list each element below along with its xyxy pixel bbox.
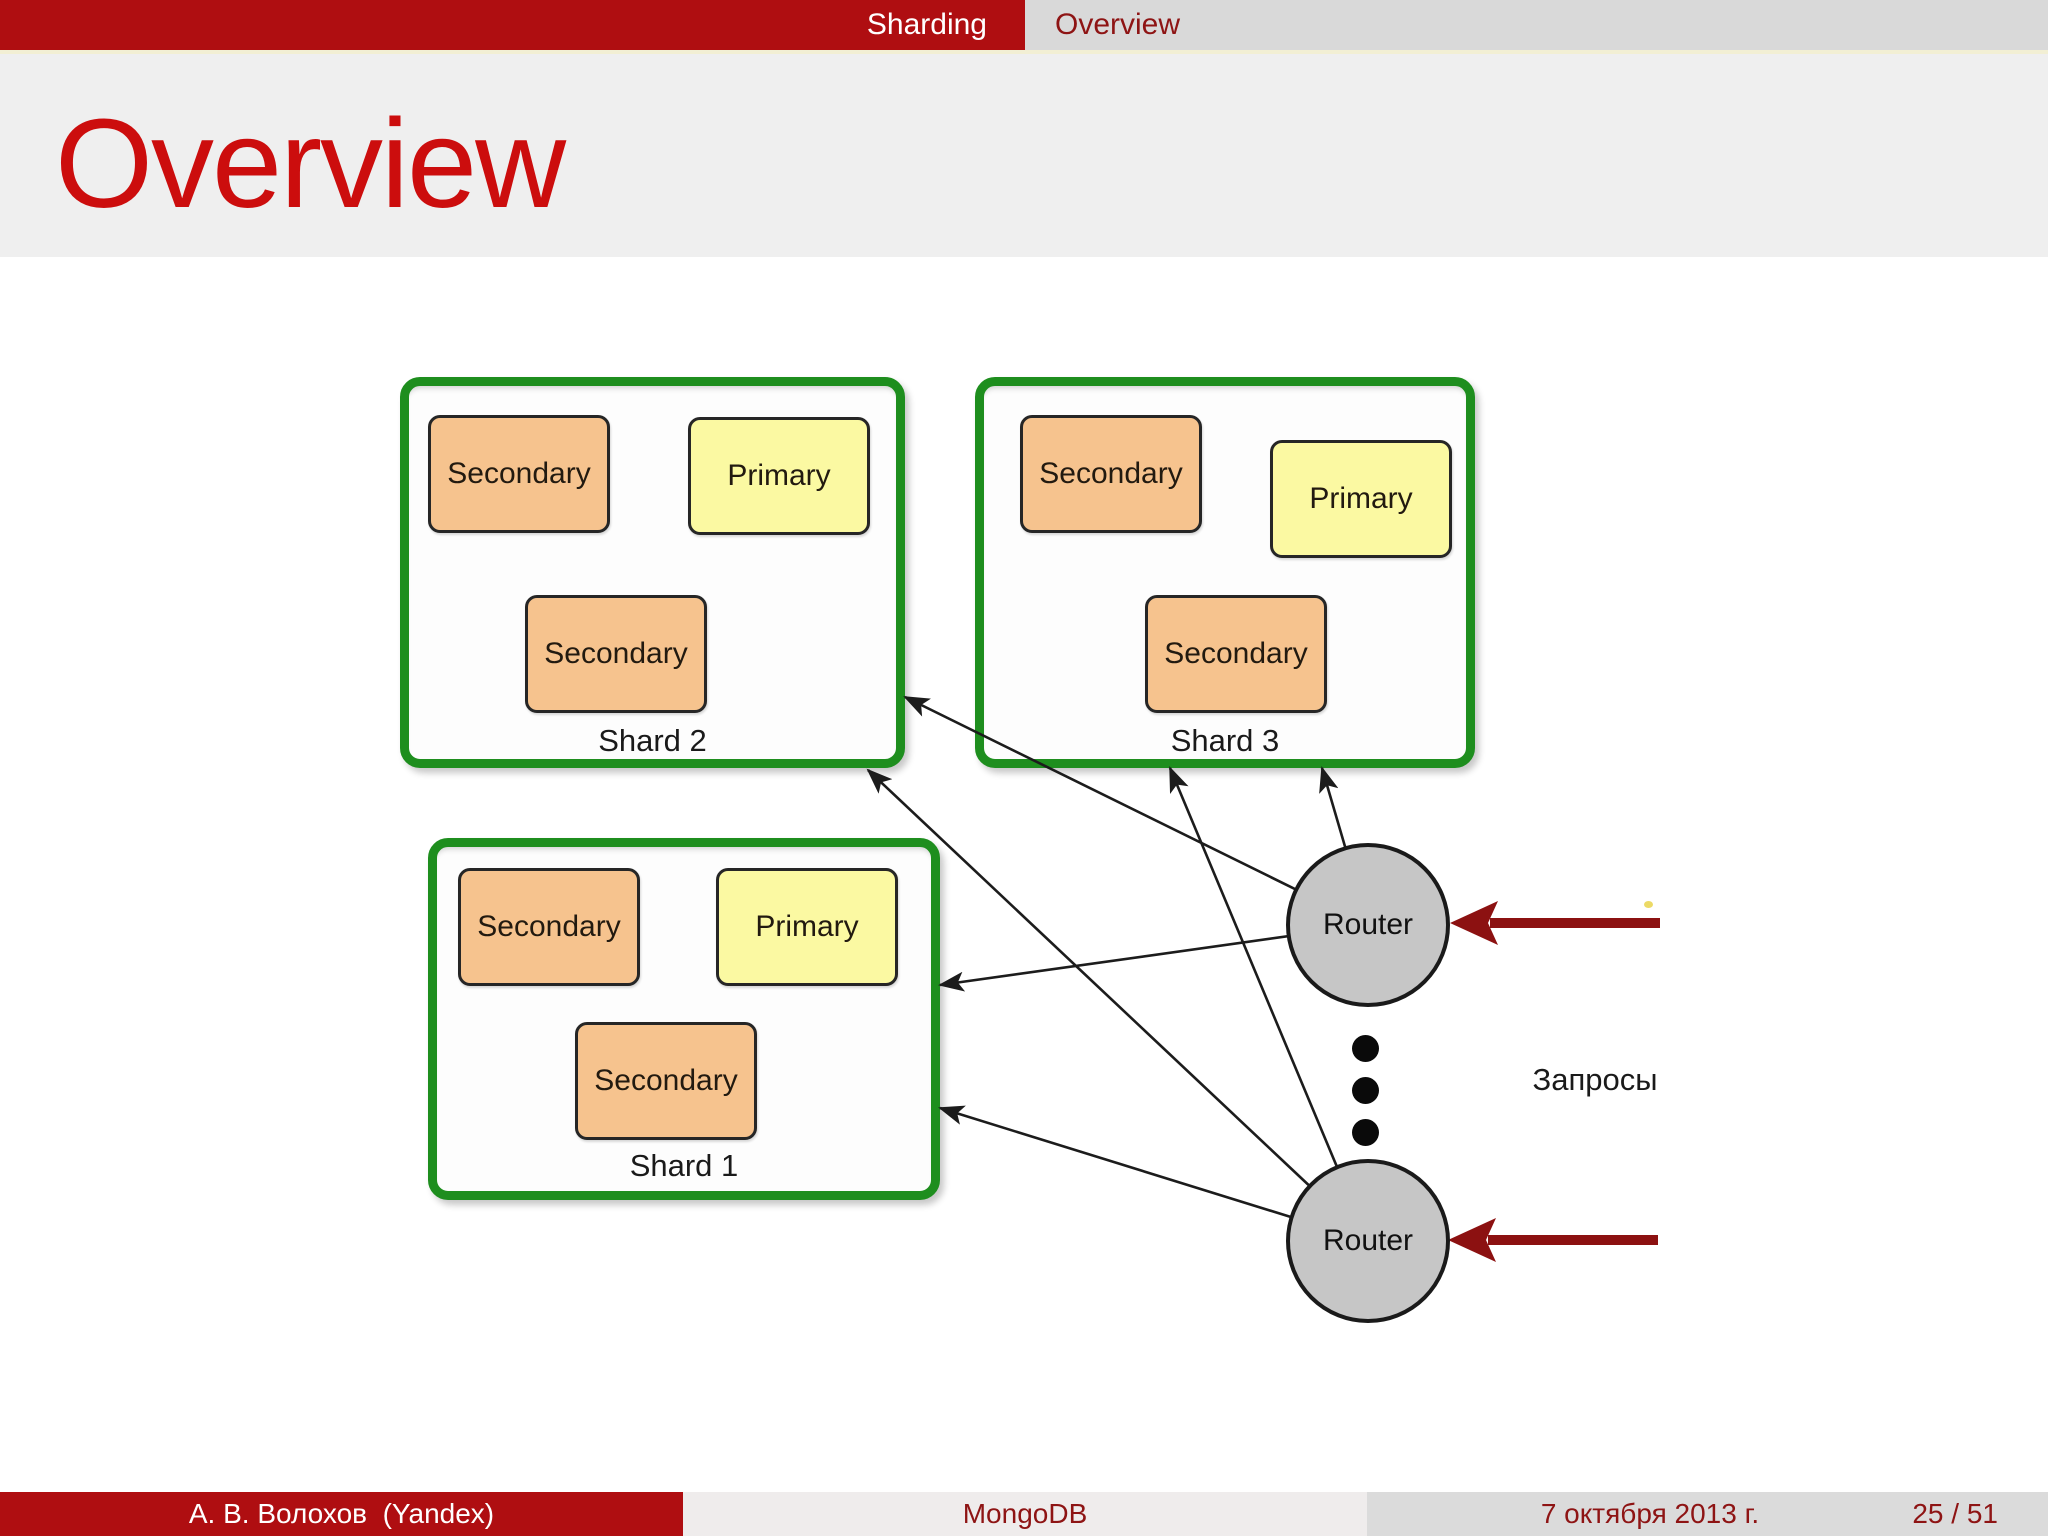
shard3-label: Shard 3 [1170,723,1280,758]
node-label: Secondary [594,1064,738,1097]
shard3-primary-node: Primary [1270,440,1452,558]
queries-label: Запросы [1532,1062,1658,1097]
node-label: Secondary [1039,457,1183,490]
shard3-secondary-node-2: Secondary [1145,595,1327,713]
node-label: Secondary [477,910,621,943]
footer-author: А. В. Волохов (Yandex) [0,1492,683,1536]
shard1-primary-node: Primary [716,868,898,986]
request-arrow-top [1450,901,1660,945]
header-section-label: Sharding [866,8,987,41]
footer-page-number: 25 / 51 [1912,1498,1998,1529]
shard2-primary-node: Primary [688,417,870,535]
node-label: Secondary [447,457,591,490]
request-arrow-bottom [1448,1218,1658,1262]
shard2-label: Shard 2 [598,723,707,758]
header-bar: Sharding Overview [0,0,2048,50]
title-band: Overview [0,54,2048,257]
router1-circle: Router [1286,843,1450,1007]
header-separator-line [0,50,2048,54]
node-label: Primary [1309,482,1413,515]
ellipsis-dot-1 [1352,1035,1379,1062]
header-subsection-label: Overview [1055,8,1181,41]
header-subsection-tab: Overview [1025,0,2048,50]
footer-date: 7 октября 2013 г. [1540,1498,1760,1529]
arrow-router2-shard2 [866,768,1369,1242]
shard2-secondary-node-1: Secondary [428,415,610,533]
shard1-secondary-node-2: Secondary [575,1022,757,1140]
footer-right-segment [1367,1492,2048,1536]
shard2-secondary-node-2: Secondary [525,595,707,713]
shard1-secondary-node-1: Secondary [458,868,640,986]
header-section-tab: Sharding [0,0,1025,50]
footer-short-title: MongoDB [962,1498,1088,1529]
router2-circle: Router [1286,1159,1450,1323]
node-label: Secondary [544,637,688,670]
footer-bar: А. В. Волохов (Yandex) MongoDB 7 октября… [0,1492,2048,1536]
shard3-secondary-node-1: Secondary [1020,415,1202,533]
ellipsis-dot-2 [1352,1077,1379,1104]
ellipsis-dot-3 [1352,1119,1379,1146]
shard1-label: Shard 1 [629,1148,739,1183]
node-label: Primary [755,910,859,943]
page-title: Overview [55,92,566,234]
node-label: Secondary [1164,637,1308,670]
node-label: Primary [727,459,831,492]
router2-label: Router [1322,1224,1414,1257]
footer-mid-segment [683,1492,1367,1536]
router1-label: Router [1322,908,1414,941]
pointer-speck [1644,901,1653,908]
